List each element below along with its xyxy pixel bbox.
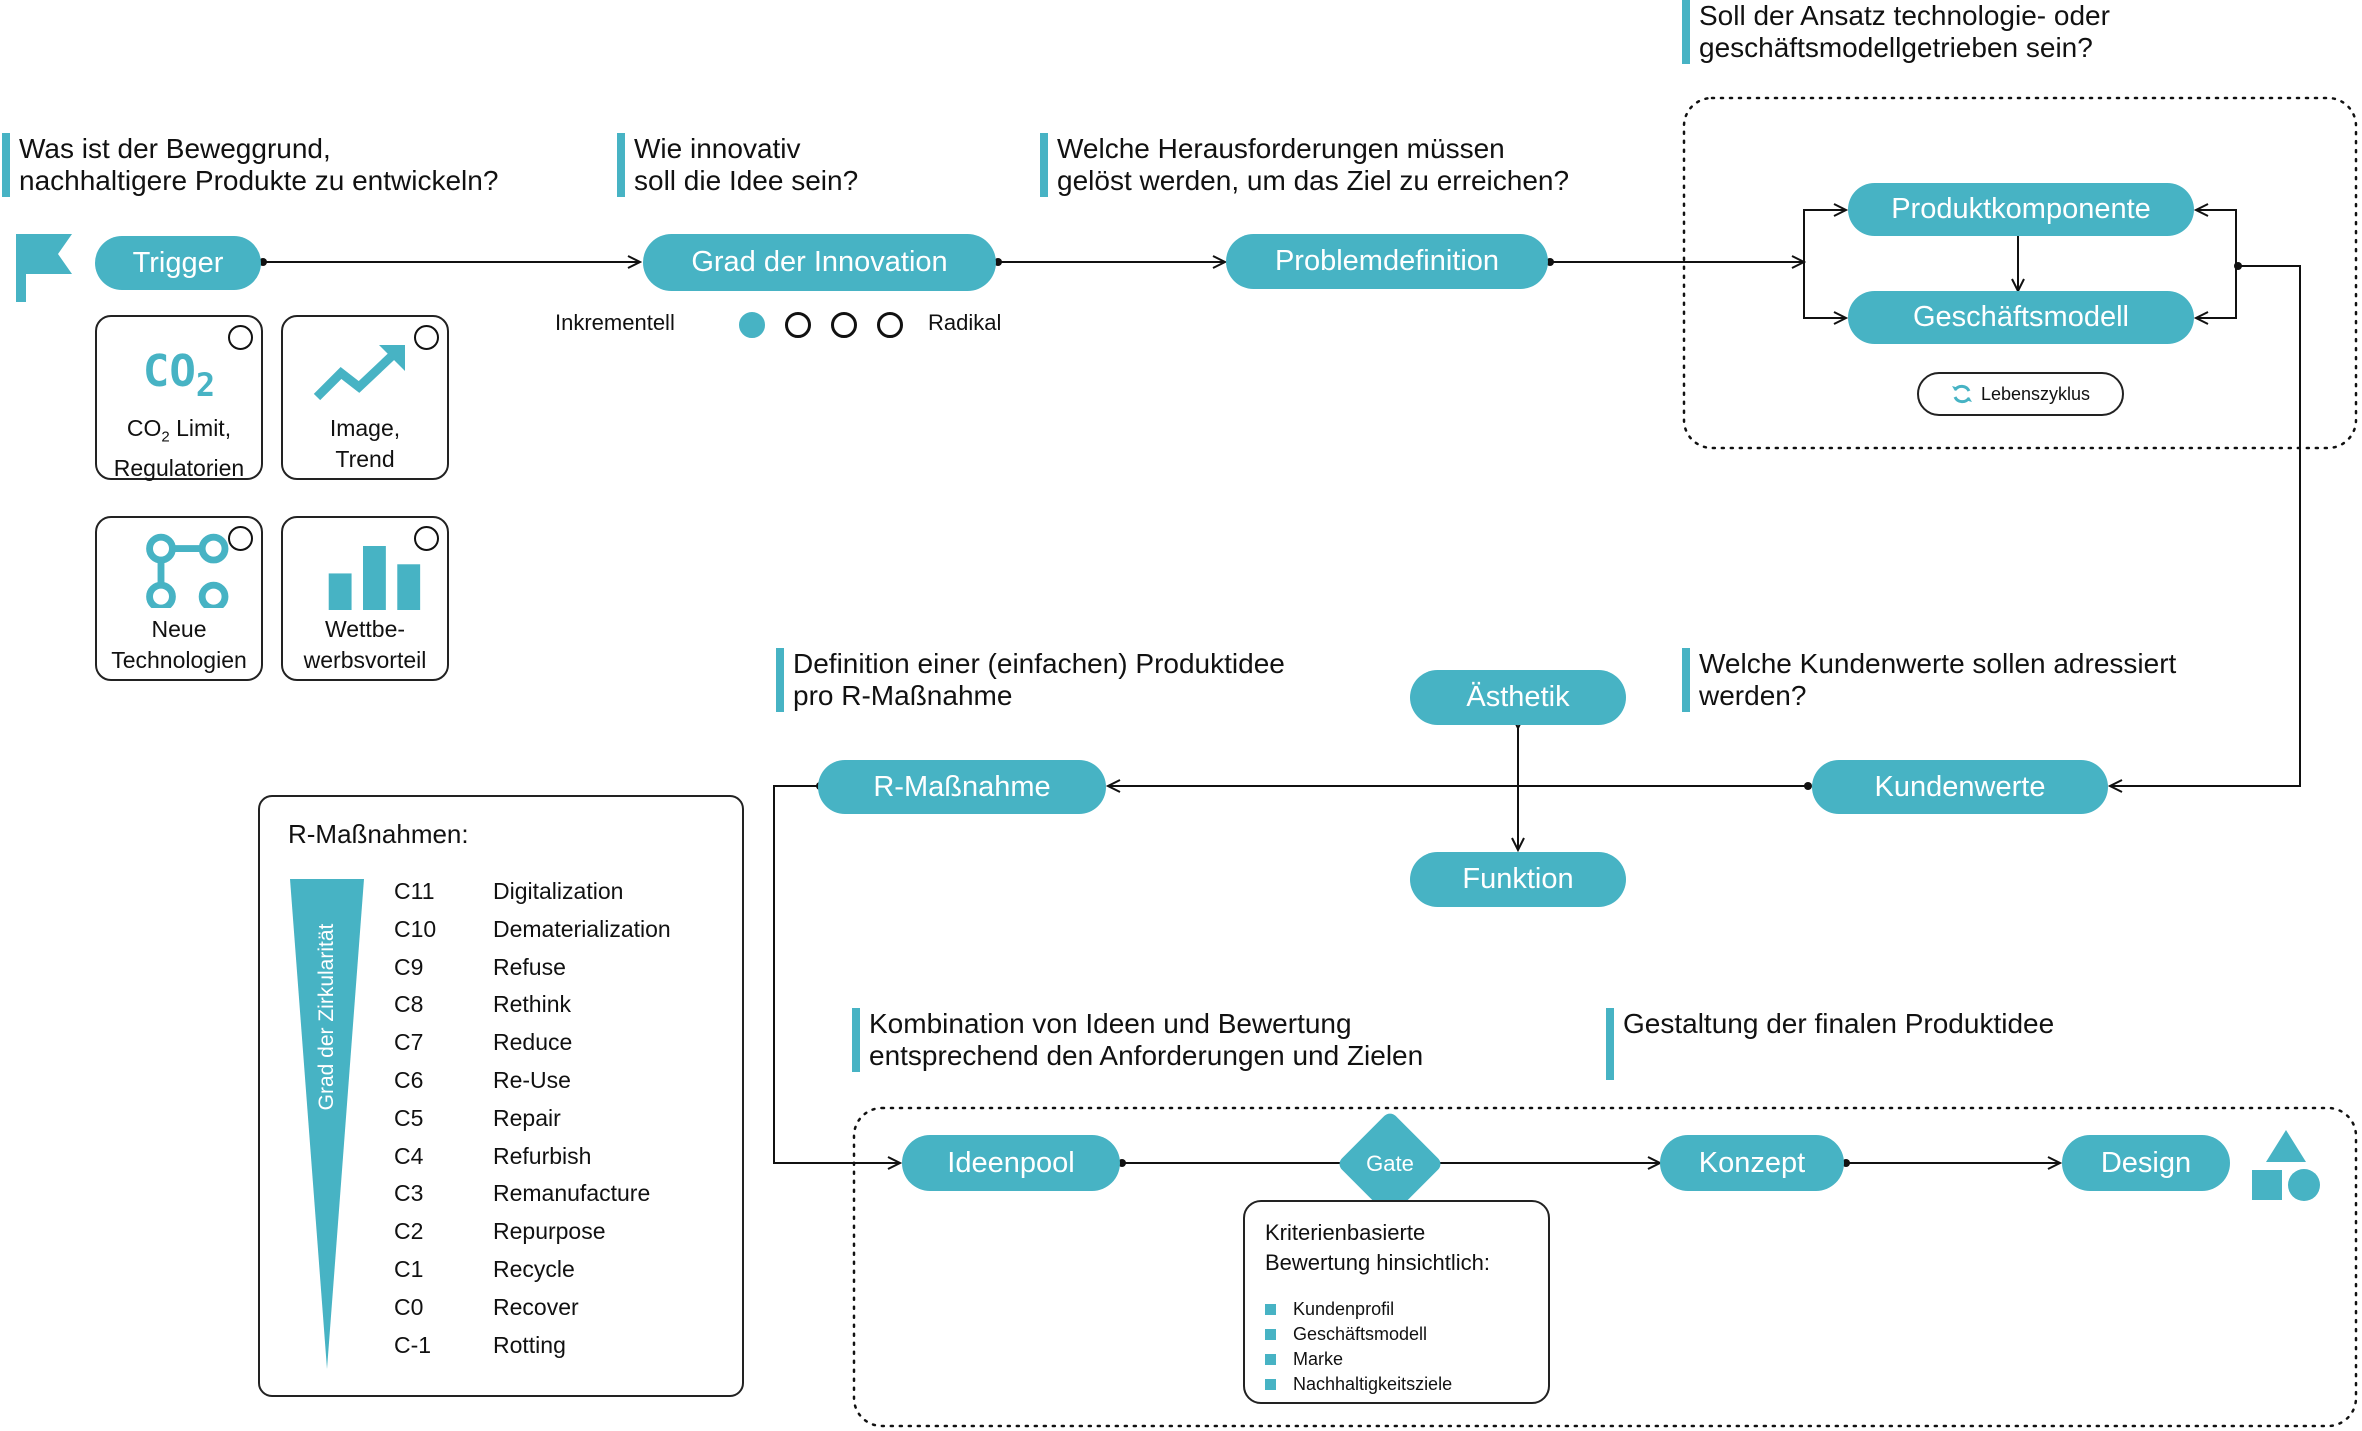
r-measure-code: C2 [394, 1218, 424, 1245]
aesthetics-node[interactable]: Ästhetik [1410, 670, 1626, 725]
final-stage-frame [852, 1106, 2358, 1428]
technology-card-checkbox[interactable] [228, 526, 253, 551]
scale-step-4[interactable] [877, 312, 903, 338]
concept-node[interactable]: Konzept [1660, 1135, 1844, 1191]
criteria-bullet [1265, 1354, 1276, 1365]
question-combination: Kombination von Ideen und Bewertung ents… [852, 1008, 1423, 1072]
r-measures-panel: R-Maßnahmen: Grad der Zirkularität C11 Di… [258, 795, 744, 1397]
r-measure-name: Rethink [493, 991, 571, 1018]
r-measure-code: C-1 [394, 1331, 432, 1358]
co2-icon: CO2 [142, 346, 216, 404]
competition-card-checkbox[interactable] [414, 526, 439, 551]
question-trigger: Was ist der Beweggrund, nachhaltigere Pr… [2, 133, 498, 197]
trend-card-checkbox[interactable] [414, 325, 439, 350]
idea-pool-node[interactable]: Ideenpool [902, 1135, 1120, 1191]
r-measure-name: Digitalization [493, 878, 624, 904]
r-measure-name: Repair [493, 1104, 561, 1131]
criteria-item: Kundenprofil [1293, 1299, 1395, 1319]
r-measure-code: C7 [394, 1029, 424, 1056]
cycle-icon [1951, 384, 1972, 404]
r-measure-code: C11 [394, 878, 435, 904]
r-measure-code: C1 [394, 1256, 424, 1282]
co2-card-checkbox[interactable] [228, 325, 253, 350]
question-final: Gestaltung der finalen Produktidee [1606, 1008, 2054, 1080]
question-r-measure: Definition einer (einfachen) Produktidee… [776, 648, 1285, 712]
shapes-icon [2252, 1130, 2320, 1201]
r-measure-node[interactable]: R-Maßnahme [818, 760, 1106, 814]
business-model-node[interactable]: Geschäftsmodell [1848, 291, 2194, 344]
trigger-node[interactable]: Trigger [95, 236, 261, 290]
co2-card-label: CO2 Limit, Regulatorien [113, 415, 245, 481]
innovation-node[interactable]: Grad der Innovation [643, 234, 996, 291]
flag-icon [16, 234, 72, 302]
question-customer: Welche Kundenwerte sollen adressiert wer… [1682, 648, 2176, 712]
scale-left-label: Inkrementell [555, 310, 675, 335]
r-measure-name: Rotting [493, 1331, 566, 1358]
trend-icon [313, 345, 405, 401]
r-measure-code: C5 [394, 1104, 424, 1131]
scale-step-1[interactable] [739, 312, 765, 338]
competition-card[interactable]: Wettbe- werbsvorteil [281, 516, 449, 681]
problem-definition-node[interactable]: Problemdefinition [1226, 234, 1548, 289]
criteria-panel: Kriterienbasierte Bewertung hinsichtlich… [1243, 1200, 1550, 1404]
product-component-node[interactable]: Produktkomponente [1848, 183, 2194, 236]
function-node[interactable]: Funktion [1410, 852, 1626, 907]
criteria-bullet [1265, 1329, 1276, 1340]
design-node[interactable]: Design [2062, 1135, 2230, 1191]
r-measure-code: C8 [394, 991, 424, 1018]
bar-chart-icon [328, 546, 421, 610]
r-measure-name: Reduce [493, 1029, 573, 1056]
criteria-bullet [1265, 1379, 1276, 1390]
criteria-bullet [1265, 1304, 1276, 1315]
r-measure-name: Recycle [493, 1256, 575, 1282]
r-measure-code: C6 [394, 1067, 424, 1093]
technology-icon [146, 533, 229, 608]
r-measure-name: Repurpose [493, 1218, 606, 1245]
competition-card-label: Wettbe- werbsvorteil [303, 616, 427, 673]
criteria-title: Kriterienbasierte Bewertung hinsichtlich… [1265, 1220, 1491, 1275]
criteria-item: Marke [1293, 1349, 1344, 1369]
r-measure-code: C9 [394, 953, 424, 980]
scale-step-3[interactable] [831, 312, 857, 338]
co2-card[interactable]: CO2 CO2 Limit, Regulatorien [95, 315, 263, 481]
r-measure-name: Re-Use [493, 1067, 571, 1093]
technology-card-label: Neue Technologien [111, 616, 247, 673]
criteria-item: Geschäftsmodell [1293, 1324, 1428, 1344]
approach-group-frame [1682, 96, 2358, 450]
technology-card[interactable]: Neue Technologien [95, 516, 263, 681]
lifecycle-label: Lebenszyklus [1980, 383, 2091, 404]
trend-card-label: Image, Trend [329, 415, 401, 472]
scale-step-2[interactable] [785, 312, 811, 338]
lifecycle-button[interactable]: Lebenszyklus [1917, 372, 2124, 416]
gate-label: Gate [1366, 1151, 1414, 1176]
circularity-wedge [290, 879, 364, 1369]
question-problem: Welche Herausforderungen müssen gelöst w… [1040, 133, 1569, 197]
question-innovation: Wie innovativ soll die Idee sein? [617, 133, 858, 197]
customer-values-node[interactable]: Kundenwerte [1812, 760, 2108, 814]
r-measure-code: C4 [394, 1142, 424, 1169]
r-measure-code: C3 [394, 1180, 424, 1207]
r-measure-name: Refuse [493, 953, 566, 980]
r-measure-code: C0 [394, 1293, 424, 1320]
question-approach: Soll der Ansatz technologie- oder geschä… [1682, 0, 2110, 64]
scale-right-label: Radikal [928, 310, 1002, 335]
criteria-item: Nachhaltigkeitsziele [1293, 1374, 1453, 1394]
circularity-axis-label: Grad der Zirkularität [315, 923, 338, 1111]
r-measure-name: Remanufacture [493, 1180, 651, 1207]
r-measure-name: Refurbish [493, 1142, 592, 1169]
r-measure-name: Dematerialization [493, 915, 671, 942]
trend-card[interactable]: Image, Trend [281, 315, 449, 480]
r-measures-title: R-Maßnahmen: [288, 819, 469, 849]
r-measure-code: C10 [394, 915, 437, 942]
r-measure-name: Recover [493, 1293, 579, 1320]
